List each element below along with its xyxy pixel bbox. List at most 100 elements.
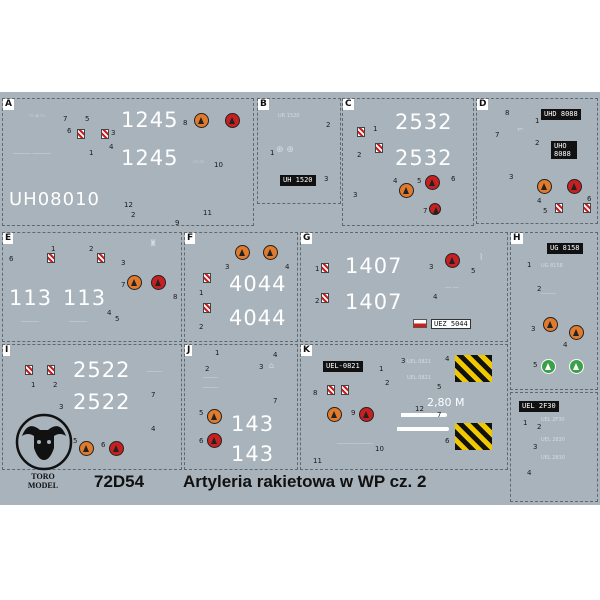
callout-number: 9 — [351, 409, 356, 417]
panel-label: J — [185, 345, 193, 356]
panel-label: I — [3, 345, 11, 356]
red-roundel-icon — [445, 253, 460, 268]
callout-number: 11 — [313, 457, 322, 465]
number-marking: 1407 — [345, 254, 403, 278]
plate-marking: UHD 8088 — [541, 109, 581, 120]
callout-number: 9 — [175, 219, 180, 227]
callout-number: 2 — [357, 151, 362, 159]
checkerboard-icon — [321, 263, 329, 273]
panel-label: C — [343, 99, 354, 110]
faint-marking: UEL 2830 — [541, 455, 565, 461]
panel-b: B UR 1520 ⊕ ⊕ UH 1520 1 2 3 — [257, 98, 341, 204]
orange-roundel-icon — [327, 407, 342, 422]
faint-marking: ──────────── — [337, 441, 374, 447]
callout-number: 6 — [9, 255, 14, 263]
callout-number: 1 — [527, 261, 532, 269]
orange-roundel-icon — [127, 275, 142, 290]
faint-marking: UG 8158 — [541, 263, 563, 269]
number-marking: 2522 — [73, 390, 131, 414]
red-roundel-icon — [109, 441, 124, 456]
callout-number: 6 — [587, 195, 592, 203]
red-roundel-icon — [151, 275, 166, 290]
faint-marking: ────── ────── — [13, 151, 51, 157]
toro-model-bull-logo — [15, 413, 73, 471]
panel-i: I 2522 2522 ───── 1 2 3 4 5 6 7 — [2, 344, 182, 470]
faint-marking: ⌂ — [269, 361, 275, 370]
callout-number: 3 — [531, 325, 536, 333]
faint-marking: ▭ ▭ — [193, 159, 205, 165]
hazard-stripe-panel — [455, 355, 492, 382]
faint-marking: ───── — [541, 291, 557, 297]
callout-number: 3 — [533, 443, 538, 451]
checkerboard-icon — [203, 273, 211, 283]
callout-number: 2 — [199, 323, 204, 331]
callout-number: 10 — [214, 161, 223, 169]
checkerboard-icon — [101, 129, 109, 139]
callout-number: 6 — [67, 127, 72, 135]
callout-number: 4 — [285, 263, 290, 271]
brand-line: TORO — [31, 472, 55, 481]
red-roundel-icon — [567, 179, 582, 194]
panel-label: D — [477, 99, 489, 110]
panel-f: F 4044 4044 1 2 3 4 — [184, 232, 298, 342]
green-roundel-icon — [569, 359, 584, 374]
orange-roundel-icon — [537, 179, 552, 194]
checkerboard-icon — [357, 127, 365, 137]
callout-number: 3 — [121, 259, 126, 267]
orange-roundel-icon — [543, 317, 558, 332]
callout-number: 7 — [423, 207, 428, 215]
callout-number: 6 — [101, 441, 106, 449]
callout-number: 4 — [151, 425, 156, 433]
faint-marking: ── ── — [445, 285, 459, 291]
callout-number: 2 — [537, 423, 542, 431]
missile-marking — [401, 413, 447, 417]
panel-label: K — [301, 345, 312, 356]
orange-roundel-icon — [207, 409, 222, 424]
callout-number: 2 — [205, 365, 210, 373]
number-marking: 113 — [9, 286, 53, 310]
number-marking: 143 — [231, 442, 275, 466]
callout-number: 4 — [563, 341, 568, 349]
callout-number: 5 — [471, 267, 476, 275]
panel-j: J ───── ───── 143 143 ⌂ 1 2 3 4 5 6 7 — [184, 344, 298, 470]
callout-number: 2 — [385, 379, 390, 387]
checkerboard-icon — [203, 303, 211, 313]
checkerboard-icon — [97, 253, 105, 263]
callout-number: 2 — [131, 211, 136, 219]
orange-roundel-icon — [263, 245, 278, 260]
red-roundel-icon — [429, 203, 441, 215]
callout-number: 1 — [315, 265, 320, 273]
callout-number: 3 — [225, 263, 230, 271]
callout-number: 3 — [324, 175, 329, 183]
callout-number: 4 — [537, 197, 542, 205]
faint-marking: UEL 2830 — [541, 437, 565, 443]
callout-number: 4 — [109, 143, 114, 151]
faint-marking: ▭ ⌂ ▭ — [29, 113, 45, 119]
callout-number: 1 — [523, 419, 528, 427]
callout-number: 1 — [215, 349, 220, 357]
callout-number: 5 — [437, 383, 442, 391]
callout-number: 1 — [31, 381, 36, 389]
checkerboard-icon — [375, 143, 383, 153]
red-roundel-icon — [359, 407, 374, 422]
faint-marking: ⊕ ⊕ — [276, 145, 294, 155]
callout-number: 5 — [115, 315, 120, 323]
callout-number: 3 — [259, 363, 264, 371]
callout-number: 4 — [393, 177, 398, 185]
checkerboard-icon — [321, 293, 329, 303]
decal-sheet: A 1245 1245 UH08010 ▭ ⌂ ▭ ────── ────── … — [0, 92, 600, 505]
faint-marking: ───── — [147, 369, 163, 375]
plate-marking: UHO 8088 — [551, 141, 577, 159]
brand-line: MODEL — [27, 481, 59, 490]
panel-k: K UEL-0821 UEL 0821 UEL 0821 2,80 M ────… — [300, 344, 508, 470]
callout-number: 12 — [124, 201, 133, 209]
checkerboard-icon — [555, 203, 563, 213]
faint-marking: ⌐ — [517, 125, 524, 134]
callout-number: 2 — [315, 297, 320, 305]
callout-number: 8 — [183, 119, 188, 127]
callout-number: 7 — [437, 411, 442, 419]
callout-number: 4 — [273, 351, 278, 359]
checkerboard-icon — [25, 365, 33, 375]
callout-number: 7 — [63, 115, 68, 123]
callout-number: 6 — [445, 437, 450, 445]
